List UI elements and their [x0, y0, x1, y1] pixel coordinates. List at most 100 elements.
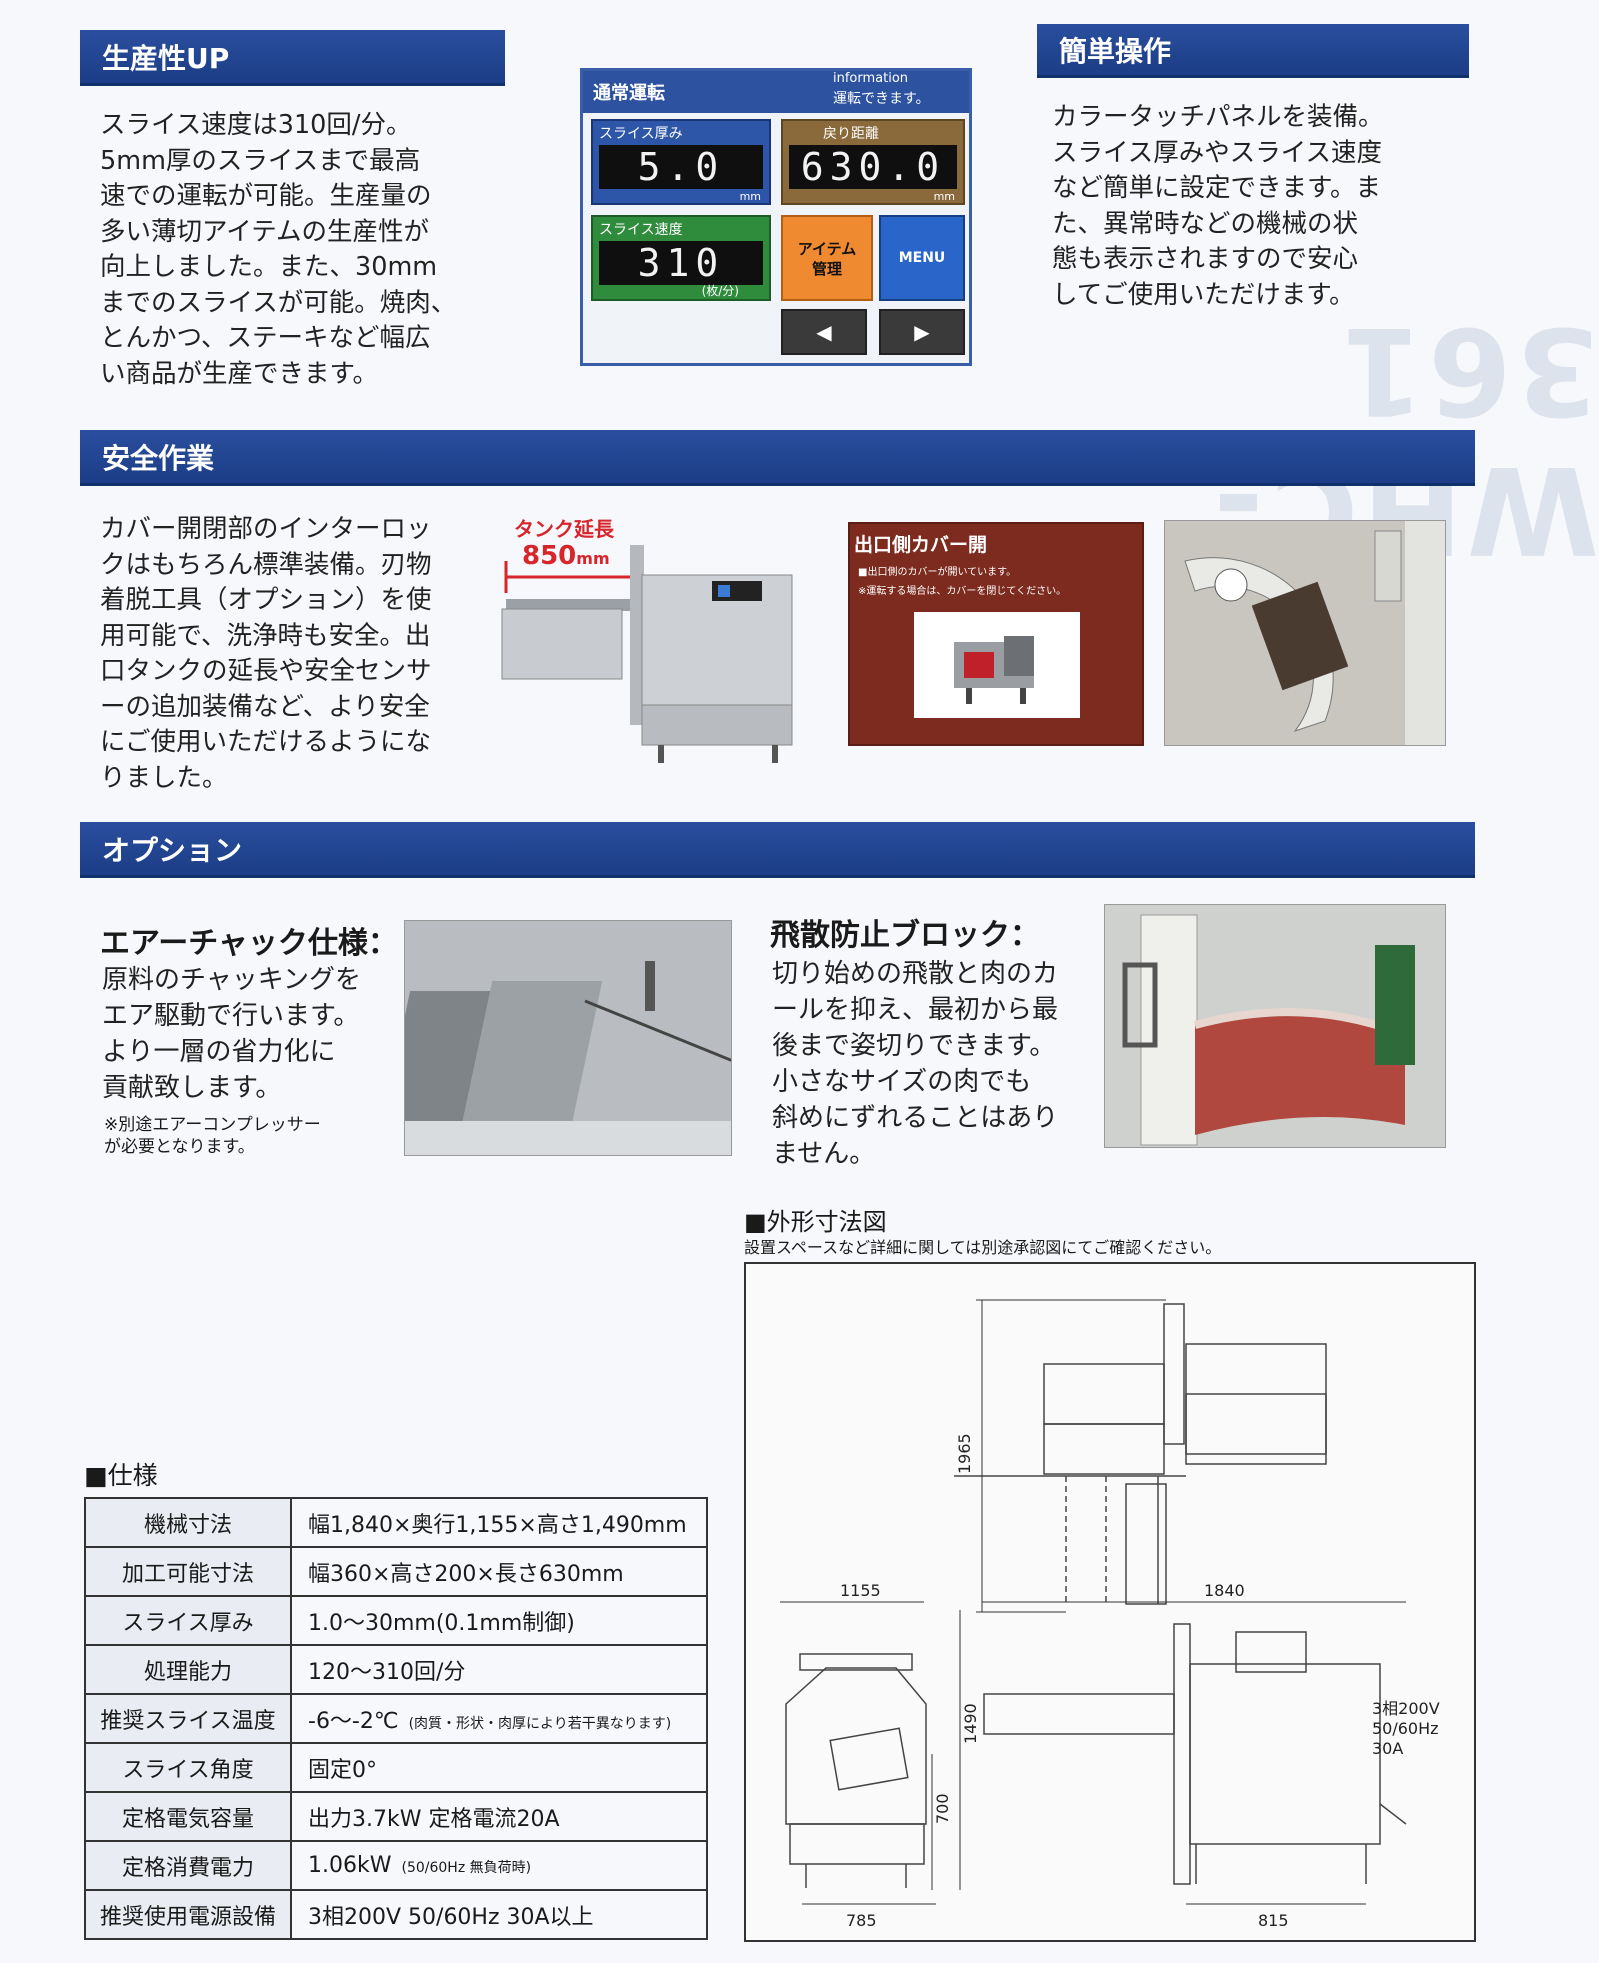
power-frequency: 50/60Hz [1372, 1719, 1439, 1738]
thickness-unit: mm [739, 190, 761, 203]
air-chuck-text: 原料のチャッキングを エア駆動で行います。 より一層の省力化に 貢献致します。 [102, 965, 361, 1103]
dimension-note: 設置スペースなど詳細に関しては別途承認図にてご確認ください。 [744, 1238, 1222, 1257]
return-distance-box[interactable]: 戻り距離 630.0 mm [781, 119, 965, 205]
spec-row: スライス角度固定0° [84, 1742, 708, 1793]
easy-text: カラータッチパネルを装備。 スライス厚みやスライス速度 など簡単に設定できます。… [1052, 102, 1384, 310]
dim-700: 700 [933, 1793, 952, 1824]
dimension-drawing-svg: 1965 1155 785 700 1490 1840 [780, 1299, 1440, 1930]
tank-extension-size: 850mm [522, 541, 610, 571]
power-phase: 3相200V [1372, 1699, 1440, 1718]
spec-value-cell: 120〜310回/分 [290, 1644, 708, 1695]
section-heading-easy: 簡単操作 [1037, 24, 1469, 78]
warning-line-1: ■出口側のカバーが開いています。 [858, 567, 1017, 578]
warning-image [914, 612, 1080, 718]
spec-value-cell: -6〜-2℃ (肉質・形状・肉厚により若干異なります) [290, 1693, 708, 1744]
spec-key: スライス厚み [84, 1595, 292, 1646]
dim-1490: 1490 [961, 1703, 980, 1744]
section-heading-safety: 安全作業 [80, 430, 1475, 486]
spec-value: 3相200V 50/60Hz 30A以上 [308, 1904, 594, 1930]
splatter-block-text: 切り始めの飛散と肉のカ ールを抑え、最初から最 後まで姿切りできます。 小さなサ… [772, 959, 1059, 1169]
spec-row: 機械寸法幅1,840×奥行1,155×高さ1,490mm [84, 1497, 708, 1548]
spec-value: 1.06kW [308, 1853, 392, 1878]
return-distance-unit: mm [933, 190, 955, 203]
blade-tool-photo [1164, 520, 1446, 746]
spec-value-cell: 幅360×高さ200×長さ630mm [290, 1546, 708, 1597]
machine-illustration [501, 545, 793, 763]
dim-815: 815 [1258, 1911, 1289, 1930]
spec-key: スライス角度 [84, 1742, 292, 1793]
dim-1965: 1965 [955, 1433, 974, 1474]
spec-value-cell: 幅1,840×奥行1,155×高さ1,490mm [290, 1497, 708, 1548]
spec-value-cell: 1.06kW (50/60Hz 無負荷時) [290, 1840, 708, 1891]
dim-785: 785 [846, 1911, 877, 1930]
power-current: 30A [1372, 1739, 1403, 1758]
touch-panel: 通常運転 information 運転できます。 スライス厚み 5.0 mm 戻… [580, 68, 972, 366]
menu-button[interactable]: MENU [879, 215, 965, 301]
spec-value: 120〜310回/分 [308, 1659, 466, 1685]
dim-1840: 1840 [1204, 1581, 1245, 1600]
machine-photo: タンク延長 850mm [482, 505, 820, 775]
spec-value-cell: 3相200V 50/60Hz 30A以上 [290, 1889, 708, 1940]
section-heading-productivity: 生産性UP [80, 30, 505, 86]
spec-value: 1.0〜30mm(0.1mm制御) [308, 1610, 575, 1636]
spec-value: 出力3.7kW 定格電流20A [308, 1806, 560, 1832]
cover-open-warning: 出口側カバー開 ■出口側のカバーが開いています。 ※運転する場合は、カバーを閉じ… [848, 522, 1144, 746]
splatter-block-title: 飛散防止ブロック： [770, 918, 1040, 953]
next-button[interactable]: ▶ [879, 309, 965, 355]
air-chuck-photo [404, 920, 732, 1156]
speed-label: スライス速度 [599, 222, 683, 238]
dim-1155: 1155 [840, 1581, 881, 1600]
prev-button[interactable]: ◀ [781, 309, 867, 355]
dimension-drawing: 1965 1155 785 700 1490 1840 [744, 1262, 1476, 1942]
splatter-block-photo [1104, 904, 1446, 1148]
return-distance-value: 630.0 [789, 145, 957, 189]
spec-key: 推奨使用電源設備 [84, 1889, 292, 1940]
section-heading-options: オプション [80, 822, 1475, 878]
spec-note: (50/60Hz 無負荷時) [401, 1860, 532, 1876]
spec-value: 固定0° [308, 1757, 377, 1783]
spec-key: 機械寸法 [84, 1497, 292, 1548]
spec-key: 処理能力 [84, 1644, 292, 1695]
tank-extension-label: タンク延長 [514, 517, 614, 541]
tank-extension-unit: mm [576, 549, 610, 568]
productivity-text: スライス速度は310回/分。 5mm厚のスライスまで最高 速での運転が可能。生産… [100, 110, 457, 389]
touch-panel-header: 通常運転 information 運転できます。 [583, 71, 969, 113]
return-distance-label: 戻り距離 [823, 126, 879, 142]
spec-row: 推奨スライス温度 -6〜-2℃ (肉質・形状・肉厚により若干異なります) [84, 1693, 708, 1744]
tank-extension-value: 850 [522, 541, 577, 571]
spec-key: 定格消費電力 [84, 1840, 292, 1891]
info-text: 運転できます。 [833, 91, 930, 107]
spec-value-cell: 1.0〜30mm(0.1mm制御) [290, 1595, 708, 1646]
spec-key: 推奨スライス温度 [84, 1693, 292, 1744]
spec-row: 加工可能寸法幅360×高さ200×長さ630mm [84, 1546, 708, 1597]
spec-row: 処理能力 120〜310回/分 [84, 1644, 708, 1695]
air-chuck-note: ※別途エアーコンプレッサー が必要となります。 [104, 1115, 321, 1157]
spec-row: スライス厚み 1.0〜30mm(0.1mm制御) [84, 1595, 708, 1646]
thickness-label: スライス厚み [599, 126, 683, 142]
thickness-value: 5.0 [599, 145, 763, 189]
speed-value: 310 [599, 241, 763, 285]
spec-key: 加工可能寸法 [84, 1546, 292, 1597]
spec-note: (肉質・形状・肉厚により若干異なります) [408, 1715, 672, 1732]
spec-row: 推奨使用電源設備 3相200V 50/60Hz 30A以上 [84, 1889, 708, 1940]
operation-mode: 通常運転 [593, 83, 665, 104]
air-chuck-title: エアーチャック仕様： [100, 926, 398, 961]
warning-title: 出口側カバー開 [854, 534, 988, 556]
warning-line-2: ※運転する場合は、カバーを閉じてください。 [858, 586, 1067, 597]
speed-box[interactable]: スライス速度 310 (枚/分) [591, 215, 771, 301]
spec-heading: ■仕様 [84, 1461, 158, 1490]
speed-unit: (枚/分) [701, 284, 739, 298]
safety-text: カバー開閉部のインターロッ クはもちろん標準装備。刃物 着脱工具（オプション）を… [100, 514, 432, 793]
spec-value: 幅1,840×奥行1,155×高さ1,490mm [308, 1512, 687, 1538]
spec-value-cell: 固定0° [290, 1742, 708, 1793]
dimension-heading: ■外形寸法図 [744, 1208, 887, 1236]
spec-value: 幅360×高さ200×長さ630mm [308, 1561, 624, 1587]
spec-key: 定格電気容量 [84, 1791, 292, 1842]
thickness-box[interactable]: スライス厚み 5.0 mm [591, 119, 771, 205]
item-management-button[interactable]: アイテム 管理 [781, 215, 873, 301]
spec-row: 定格電気容量出力3.7kW 定格電流20A [84, 1791, 708, 1842]
spec-value: -6〜-2℃ [308, 1708, 399, 1734]
info-title: information [833, 71, 909, 86]
spec-row: 定格消費電力 1.06kW (50/60Hz 無負荷時) [84, 1840, 708, 1891]
